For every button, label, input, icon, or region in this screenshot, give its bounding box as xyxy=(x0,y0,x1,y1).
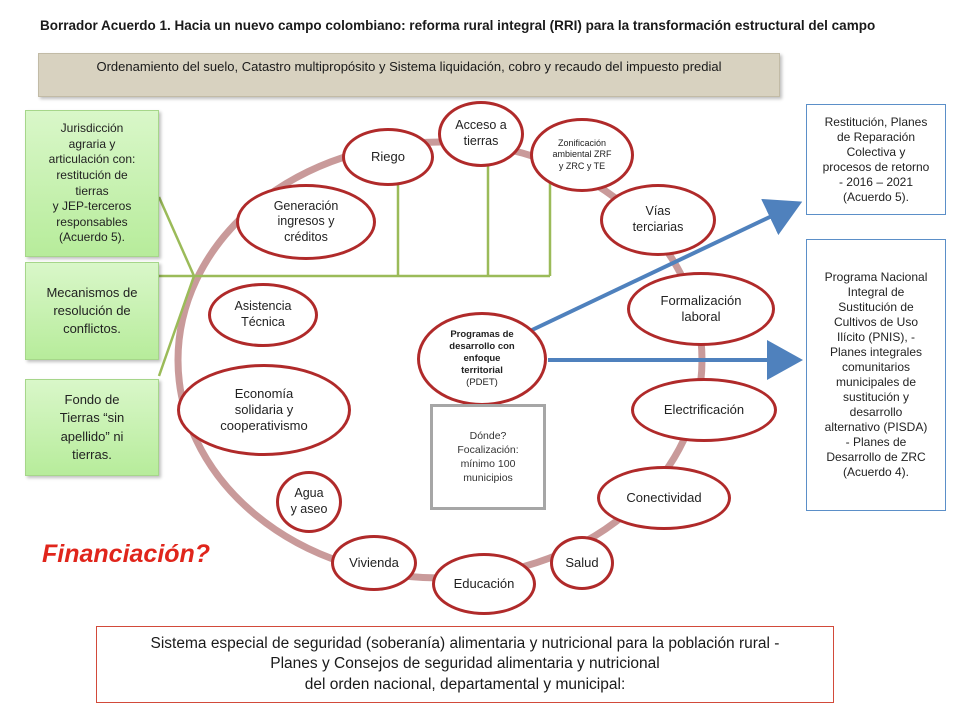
node-asistencia-tecnica: Asistencia Técnica xyxy=(208,283,318,347)
node-acceso-tierras: Acceso a tierras xyxy=(438,101,524,167)
node-pdet: Programas de desarrollo con enfoque terr… xyxy=(417,312,547,406)
node-conectividad: Conectividad xyxy=(597,466,731,530)
pdet-label: Programas de desarrollo con enfoque terr… xyxy=(449,329,515,376)
arrow-to-restitucion xyxy=(531,198,803,332)
node-electrificacion: Electrificación xyxy=(631,378,777,442)
box-seguridad-alimentaria: Sistema especial de seguridad (soberanía… xyxy=(96,626,834,703)
box-programa-nacional: Programa Nacional Integral de Sustitució… xyxy=(806,239,946,511)
banner-ordenamiento: Ordenamiento del suelo, Catastro multipr… xyxy=(38,53,780,97)
pdet-acronym: (PDET) xyxy=(466,376,498,388)
page-title: Borrador Acuerdo 1. Hacia un nuevo campo… xyxy=(40,18,876,33)
node-generacion-ingresos: Generación ingresos y créditos xyxy=(236,184,376,260)
node-economia-solidaria: Economía solidaria y cooperativismo xyxy=(177,364,351,456)
node-zonificacion: Zonificación ambiental ZRF y ZRC y TE xyxy=(530,118,634,192)
box-restitucion: Restitución, Planes de Reparación Colect… xyxy=(806,104,946,215)
node-agua-aseo: Agua y aseo xyxy=(276,471,342,533)
financiacion-label: Financiación? xyxy=(42,540,211,568)
node-formalizacion: Formalización laboral xyxy=(627,272,775,346)
node-riego: Riego xyxy=(342,128,434,186)
box-jurisdiccion: Jurisdicción agraria y articulación con:… xyxy=(25,110,159,257)
green-connectors xyxy=(157,162,552,377)
box-fondo: Fondo de Tierras “sin apellido” ni tierr… xyxy=(25,379,159,476)
node-salud: Salud xyxy=(550,536,614,590)
node-vivienda: Vivienda xyxy=(331,535,417,591)
node-educacion: Educación xyxy=(432,553,536,615)
box-focalizacion: Dónde? Focalización: mínimo 100 municipi… xyxy=(430,404,546,510)
node-vias-terciarias: Vías terciarias xyxy=(600,184,716,256)
box-mecanismos: Mecanismos de resolución de conflictos. xyxy=(25,262,159,360)
